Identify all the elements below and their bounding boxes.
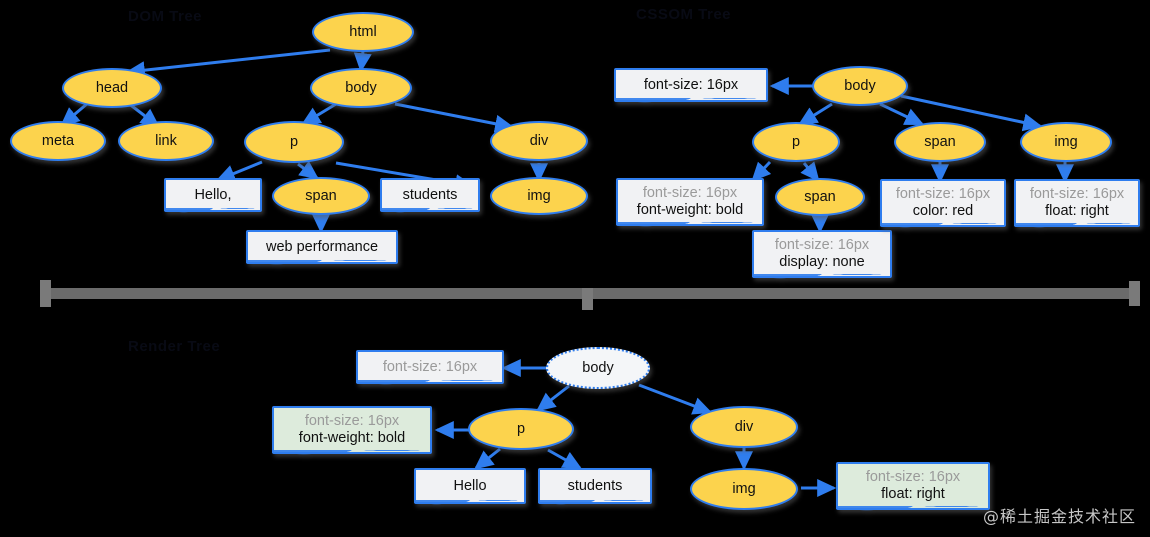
cssom-node-span-nested[interactable]: span — [775, 178, 865, 216]
node-label: span — [804, 188, 836, 205]
render-tree-title: Render Tree — [128, 338, 221, 355]
text-line: students — [567, 477, 623, 494]
cssom-node-img[interactable]: img — [1020, 122, 1112, 162]
divider-tick-right — [1129, 281, 1140, 306]
style-inherited: font-size: 16px — [382, 358, 478, 375]
node-label: img — [1054, 133, 1078, 150]
node-label: body — [345, 79, 377, 96]
divider-tick-center — [582, 288, 593, 310]
node-label: body — [582, 359, 614, 376]
style-inherited: font-size: 16px — [865, 469, 961, 486]
cssom-node-body[interactable]: body — [812, 66, 908, 106]
text-line: students — [402, 186, 458, 203]
watermark: @稀土掘金技术社区 — [982, 507, 1136, 526]
dom-node-span[interactable]: span — [272, 177, 370, 215]
dom-text-students[interactable]: students — [380, 178, 480, 218]
text-line: Hello, — [194, 186, 232, 203]
cssom-style-img[interactable]: font-size: 16px float: right — [1014, 179, 1140, 233]
dom-tree-title: DOM Tree — [128, 8, 203, 25]
dom-text-hello[interactable]: Hello, — [164, 178, 262, 218]
style-inherited: font-size: 16px — [642, 185, 738, 202]
style-inherited: font-size: 16px — [1029, 186, 1125, 203]
dom-node-body[interactable]: body — [310, 68, 412, 108]
divider-tick-left — [40, 280, 51, 307]
node-label: p — [289, 133, 299, 150]
node-label: body — [844, 77, 876, 94]
style-own: color: red — [912, 203, 974, 219]
render-text-hello[interactable]: Hello — [414, 468, 526, 510]
render-text-students[interactable]: students — [538, 468, 652, 510]
node-label: span — [924, 133, 956, 150]
node-label: html — [349, 23, 377, 40]
dom-node-head[interactable]: head — [62, 68, 162, 108]
node-label: img — [732, 480, 756, 497]
node-label: img — [527, 187, 551, 204]
node-label: div — [734, 418, 754, 435]
dom-text-web-performance[interactable]: web performance — [246, 230, 398, 270]
render-node-img[interactable]: img — [690, 468, 798, 510]
render-node-p[interactable]: p — [468, 408, 574, 450]
dom-node-meta[interactable]: meta — [10, 121, 106, 161]
cssom-style-p[interactable]: font-size: 16px font-weight: bold — [616, 178, 764, 232]
text-line: web performance — [265, 238, 379, 255]
style-inherited: font-size: 16px — [304, 413, 400, 430]
style-inherited: font-size: 16px — [895, 186, 991, 203]
style-own: display: none — [779, 254, 865, 270]
node-label: div — [529, 132, 549, 149]
node-label: link — [155, 132, 177, 149]
dom-node-img[interactable]: img — [490, 177, 588, 215]
render-style-body[interactable]: font-size: 16px — [356, 350, 504, 390]
render-node-body[interactable]: body — [546, 347, 650, 389]
cssom-node-span[interactable]: span — [894, 122, 986, 162]
cssom-style-body[interactable]: font-size: 16px — [614, 68, 768, 108]
style-own: float: right — [881, 486, 945, 502]
node-label: p — [791, 133, 801, 150]
style-own: font-size: 16px — [643, 76, 739, 93]
dom-node-p[interactable]: p — [244, 121, 344, 163]
style-own: float: right — [1045, 203, 1109, 219]
node-label: head — [95, 79, 129, 96]
style-own: font-weight: bold — [298, 430, 406, 446]
style-inherited: font-size: 16px — [774, 237, 870, 254]
dom-node-link[interactable]: link — [118, 121, 214, 161]
cssom-style-span-nested[interactable]: font-size: 16px display: none — [752, 230, 892, 284]
text-line: Hello — [453, 477, 487, 494]
node-label: span — [305, 187, 337, 204]
dom-node-html[interactable]: html — [312, 12, 414, 52]
style-own: font-weight: bold — [636, 202, 744, 218]
render-node-div[interactable]: div — [690, 406, 798, 448]
dom-node-div[interactable]: div — [490, 121, 588, 161]
cssom-style-span[interactable]: font-size: 16px color: red — [880, 179, 1006, 233]
node-label: meta — [41, 132, 75, 149]
node-label: p — [516, 420, 526, 437]
render-style-img[interactable]: font-size: 16px float: right — [836, 462, 990, 516]
render-style-p[interactable]: font-size: 16px font-weight: bold — [272, 406, 432, 460]
cssom-tree-title: CSSOM Tree — [636, 6, 732, 23]
cssom-node-p[interactable]: p — [752, 122, 840, 162]
